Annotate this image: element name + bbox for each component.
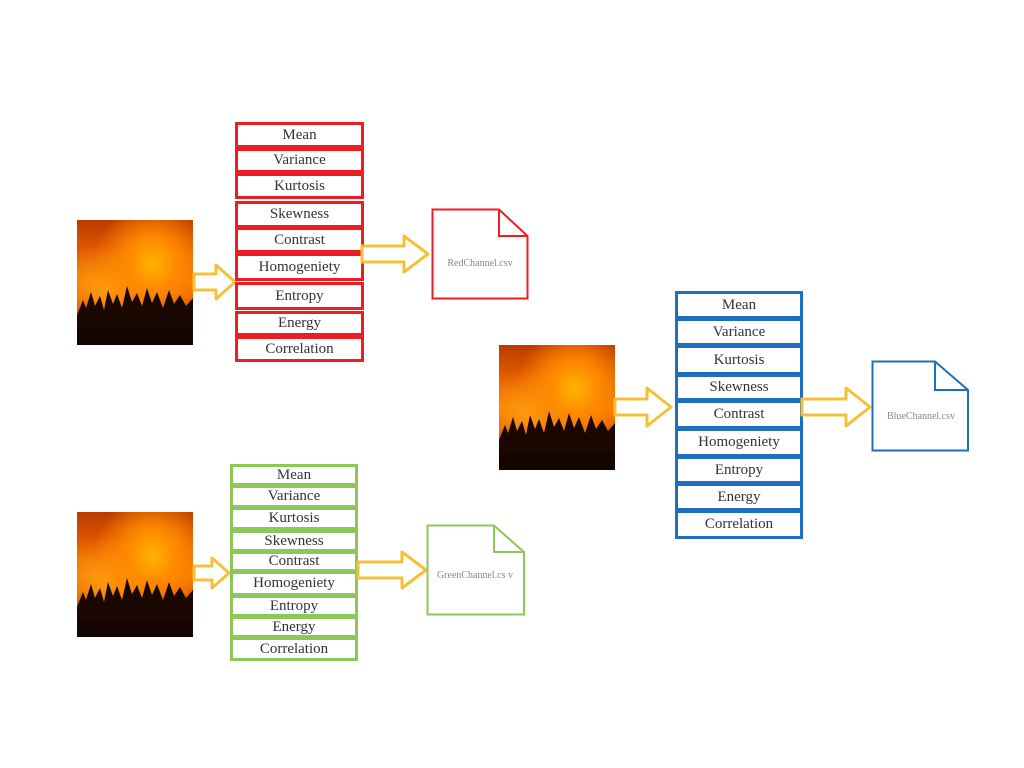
- feature-box-mean: Mean: [675, 291, 803, 319]
- arrow-features-to-file-green: [356, 550, 428, 590]
- feature-box-mean: Mean: [230, 464, 358, 486]
- feature-box-correlation: Correlation: [235, 336, 364, 362]
- feature-box-entropy: Entropy: [235, 282, 364, 310]
- feature-box-contrast: Contrast: [230, 551, 358, 572]
- feature-box-skewness: Skewness: [230, 530, 358, 552]
- arrow-image-to-features-blue: [613, 386, 673, 428]
- feature-box-homogeniety: Homogeniety: [235, 253, 364, 281]
- arrow-features-to-file-blue: [800, 386, 872, 428]
- feature-box-contrast: Contrast: [675, 400, 803, 429]
- wildfire-image-blue: [499, 345, 615, 470]
- feature-box-entropy: Entropy: [675, 456, 803, 484]
- csv-file-icon-red: RedChannel.csv: [431, 208, 529, 305]
- arrow-image-to-features-red: [192, 263, 237, 301]
- feature-box-energy: Energy: [235, 311, 364, 336]
- feature-box-homogeniety: Homogeniety: [675, 428, 803, 457]
- feature-box-kurtosis: Kurtosis: [230, 507, 358, 530]
- feature-box-entropy: Entropy: [230, 595, 358, 617]
- feature-box-correlation: Correlation: [230, 637, 358, 661]
- feature-box-contrast: Contrast: [235, 227, 364, 253]
- feature-box-skewness: Skewness: [235, 201, 364, 228]
- arrow-image-to-features-green: [192, 556, 231, 590]
- file-label-red: RedChannel.csv: [447, 258, 513, 269]
- wildfire-image-red: [77, 220, 193, 345]
- feature-box-variance: Variance: [675, 318, 803, 346]
- file-label-blue: BlueChannel.csv: [886, 411, 956, 422]
- feature-box-kurtosis: Kurtosis: [675, 345, 803, 375]
- feature-box-energy: Energy: [230, 616, 358, 638]
- feature-box-skewness: Skewness: [675, 374, 803, 401]
- feature-box-variance: Variance: [230, 485, 358, 508]
- file-label-green: GreenChannel.cs v: [436, 570, 514, 581]
- feature-box-homogeniety: Homogeniety: [230, 571, 358, 596]
- feature-box-mean: Mean: [235, 122, 364, 148]
- csv-file-icon-blue: BlueChannel.csv: [871, 360, 971, 457]
- wildfire-image-green: [77, 512, 193, 637]
- feature-box-energy: Energy: [675, 483, 803, 511]
- feature-box-correlation: Correlation: [675, 510, 803, 539]
- csv-file-icon-green: GreenChannel.cs v: [426, 524, 526, 621]
- feature-box-kurtosis: Kurtosis: [235, 173, 364, 199]
- arrow-features-to-file-red: [360, 234, 430, 274]
- feature-box-variance: Variance: [235, 148, 364, 173]
